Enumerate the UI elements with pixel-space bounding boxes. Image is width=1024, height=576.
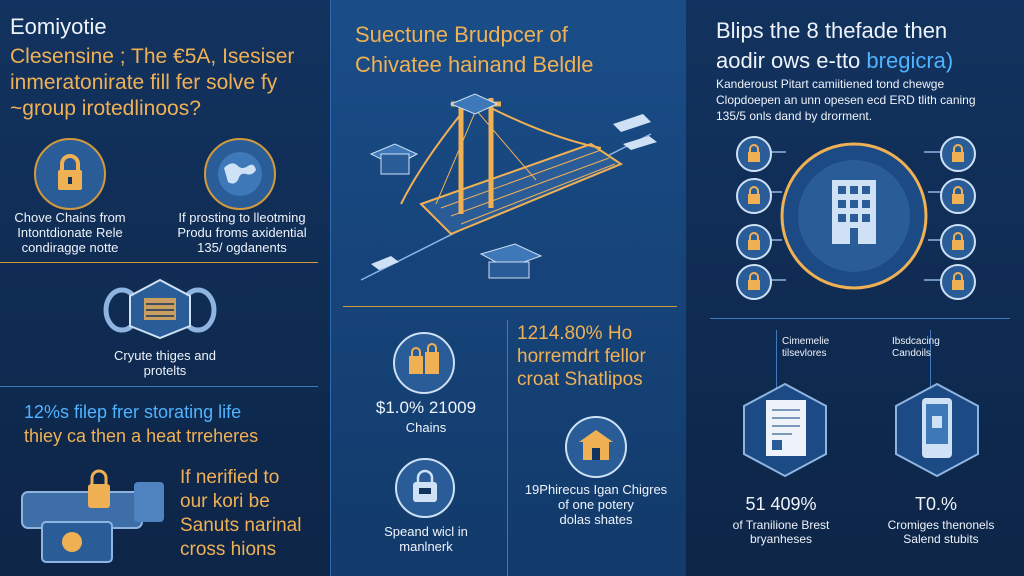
hub-diagram (686, 130, 1024, 306)
left-subtitle: Clesensine ; The €5A, Isesiser inmeraton… (10, 45, 295, 120)
item1-text: Chove Chains from Intontdionate Rele con… (14, 210, 126, 255)
right-label-right: Ibsdcacing Candoils (892, 336, 940, 359)
right-panel: Blips the 8 thefade then aodir ows e-tto… (686, 0, 1024, 576)
chain-block-icon (100, 276, 220, 342)
bridge-illustration (351, 84, 671, 298)
right-title: Blips the 8 thefade then aodir ows e-tto… (716, 18, 954, 73)
item2-text: If prosting to lleotming Produ froms axi… (177, 210, 307, 255)
machine-lock-icon (2, 462, 172, 572)
center-right-bottom: 19Phirecus Igan Chigres of one potery do… (524, 482, 668, 527)
center-panel: Suectune Brudpcer of Chivatee hainand Be… (330, 0, 688, 576)
lock-icon (736, 264, 772, 300)
divider (343, 306, 677, 307)
divider (507, 320, 508, 576)
document-icon (740, 382, 830, 478)
divider (0, 262, 318, 263)
left-title: Eomiyotie (10, 14, 107, 39)
lock-icon (736, 178, 772, 214)
left-panel: Eomiyotie Clesensine ; The €5A, Isesiser… (0, 0, 330, 576)
shopping-bags-icon (393, 332, 455, 394)
lock-icon (940, 264, 976, 300)
left-stat: 12%s filep frer storating life thiey ca … (24, 402, 259, 446)
center-right-stat: 1214.80% Ho horremdrt fellor croat Shatl… (517, 323, 646, 390)
lock-icon (34, 138, 106, 210)
center-left-stat-label: Chains (405, 420, 447, 435)
right-label-left: Cimemelie tilsevlores (782, 336, 830, 359)
connector (930, 330, 931, 390)
connector (776, 330, 777, 390)
phone-icon (892, 382, 982, 478)
lock-icon (940, 224, 976, 260)
lock-icon (736, 224, 772, 260)
item3-text: Cryute thiges and protelts (114, 348, 216, 378)
right-stat-left: 51 409% (745, 494, 817, 514)
globe-icon (204, 138, 276, 210)
right-description: Kanderoust Pitart camiitiened tond chewg… (716, 77, 976, 123)
right-stat-right: T0.% (914, 494, 957, 514)
right-stat-left-label: of Tranilione Brest bryanheses (732, 518, 830, 546)
center-title: Suectune Brudpcer of Chivatee hainand Be… (355, 22, 594, 77)
left-bottom-text: If nerified to our kori be Sanuts narina… (180, 467, 302, 560)
bag-icon (395, 458, 455, 518)
shop-icon (565, 416, 627, 478)
lock-icon (736, 136, 772, 172)
right-stat-right-label: Cromiges thenonels Salend stubits (887, 518, 995, 546)
divider (0, 386, 318, 387)
center-left-stat: $1.0% 21009 (375, 398, 477, 417)
center-left-bottom: Speand wicl in manlnerk (384, 524, 468, 554)
lock-icon (940, 178, 976, 214)
divider (710, 318, 1010, 319)
lock-icon (940, 136, 976, 172)
